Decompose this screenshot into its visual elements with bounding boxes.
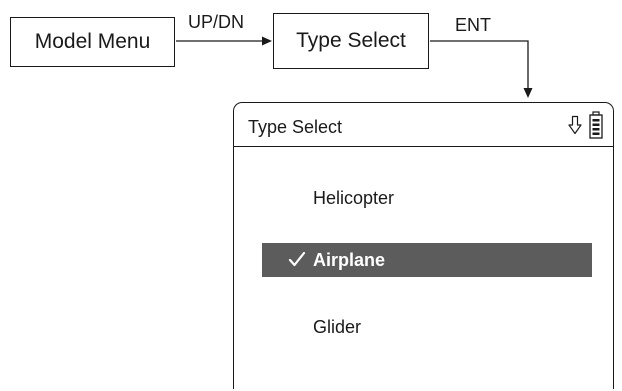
type-select-box: Type Select — [273, 13, 429, 69]
menu-item-label: Helicopter — [313, 187, 395, 208]
up-dn-arrow-label: UP/DN — [188, 12, 245, 32]
model-menu-box: Model Menu — [10, 17, 175, 67]
menu-item-label: Airplane — [313, 249, 386, 270]
status-icons — [568, 111, 603, 139]
check-icon — [288, 251, 306, 267]
type-select-label: Type Select — [296, 29, 406, 52]
menu-item-glider[interactable]: Glider — [262, 310, 592, 344]
model-menu-label: Model Menu — [34, 30, 151, 53]
ent-arrow — [430, 40, 533, 98]
menu-item-airplane[interactable]: Airplane — [262, 243, 592, 277]
up-dn-arrow — [176, 36, 272, 46]
menu-item-label: Glider — [313, 316, 362, 337]
ent-arrow-label: ENT — [455, 15, 491, 35]
screen-title: Type Select — [248, 117, 343, 137]
screen-header: Type Select — [234, 103, 613, 147]
down-arrow-icon — [568, 115, 582, 135]
type-select-screen: Type Select Helicopter Airplane — [233, 102, 614, 389]
menu-item-helicopter[interactable]: Helicopter — [262, 181, 592, 215]
battery-icon — [589, 111, 603, 139]
